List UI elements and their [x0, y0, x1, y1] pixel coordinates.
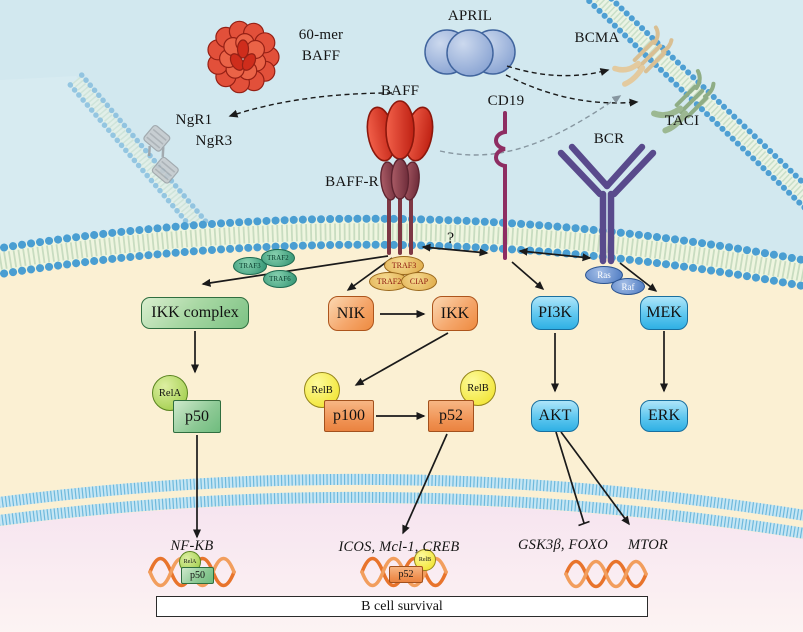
- label-icos-mcl1-creb: ICOS, Mcl-1, CREB: [338, 539, 460, 555]
- akt-to-mtor-arrow: [560, 431, 630, 526]
- ikk-box: IKK: [432, 296, 478, 331]
- b-cell-survival-bar: B cell survival: [156, 596, 648, 617]
- dna-p52-tag: p52: [389, 566, 423, 583]
- right-cell-membrane: [583, 0, 803, 211]
- dna-helix-right: [564, 559, 648, 589]
- left-cell-tint: [0, 76, 206, 258]
- dna-p50-tag: p50: [181, 567, 214, 584]
- ligand-arrows: [228, 65, 639, 156]
- nuclear-envelope: [0, 473, 803, 539]
- april-to-bcma-arrow: [506, 65, 610, 77]
- p52-box: p52: [428, 400, 474, 432]
- raf-ellipse: Raf: [611, 278, 645, 295]
- baffr-cd19-double-arrow: [421, 243, 489, 257]
- traf6-green: TRAF6: [263, 270, 297, 288]
- label-gsk3b-foxo: GSK3β, FOXO: [518, 537, 608, 553]
- cd19-bcr-double-arrow: [518, 247, 592, 262]
- taci-receptor: [651, 69, 716, 134]
- label-bcma: BCMA: [574, 30, 620, 46]
- traf2-green: TRAF2: [261, 249, 295, 267]
- baff-trimer: [366, 100, 434, 162]
- dna-relb-tag: RelB: [414, 549, 436, 571]
- april-to-taci-arrow: [505, 74, 639, 107]
- p52-to-targets-arrow: [402, 433, 448, 535]
- baffr-to-ikkcomplex-arrow: [201, 255, 389, 287]
- label-cd19: CD19: [487, 93, 525, 109]
- baff-60mer: [207, 20, 280, 94]
- ikk-to-p100-arrow: [354, 332, 449, 386]
- ngr-receptor: [143, 124, 179, 184]
- ciap-gold: CIAP: [401, 272, 437, 291]
- label-ngr1: NgR1: [175, 112, 213, 128]
- mek-box: MEK: [640, 296, 688, 330]
- question-mark: ?: [447, 230, 455, 247]
- cd19-to-pi3k-arrow: [511, 261, 545, 290]
- label-baff: BAFF: [380, 83, 420, 99]
- label-ngr3: NgR3: [195, 133, 233, 149]
- label-mtor: MTOR: [627, 537, 668, 553]
- left-cell-membrane: [67, 72, 219, 246]
- erk-box: ERK: [640, 400, 688, 432]
- p100-box: p100: [324, 400, 374, 432]
- cd19-receptor: [494, 111, 507, 260]
- baff-to-ngr-arrow: [228, 92, 393, 118]
- label-taci: TACI: [664, 113, 700, 129]
- april-trimer: [424, 29, 516, 77]
- baffr-receptor: [380, 158, 420, 255]
- label-bcr: BCR: [593, 131, 625, 147]
- akt-inhibit-gsk-line: [555, 431, 590, 527]
- label-60mer-line2: BAFF: [301, 48, 341, 64]
- ras-ellipse: Ras: [585, 266, 623, 284]
- signal-arrows: [191, 243, 668, 539]
- label-baffr: BAFF-R: [325, 174, 379, 190]
- label-60mer-line1: 60-mer: [298, 27, 344, 43]
- label-april: APRIL: [447, 8, 493, 24]
- akt-box: AKT: [531, 400, 579, 432]
- nik-box: NIK: [328, 296, 374, 331]
- bcr-receptor: [557, 143, 657, 265]
- bcma-receptor: [612, 25, 674, 87]
- traf3-green: TRAF3: [233, 257, 267, 275]
- p50-box: p50: [173, 400, 221, 433]
- ikk-complex-box: IKK complex: [141, 297, 249, 329]
- bcr-to-mek-arrow: [619, 262, 658, 292]
- pi3k-box: PI3K: [531, 296, 579, 330]
- label-nfkb: NF-KB: [170, 538, 214, 554]
